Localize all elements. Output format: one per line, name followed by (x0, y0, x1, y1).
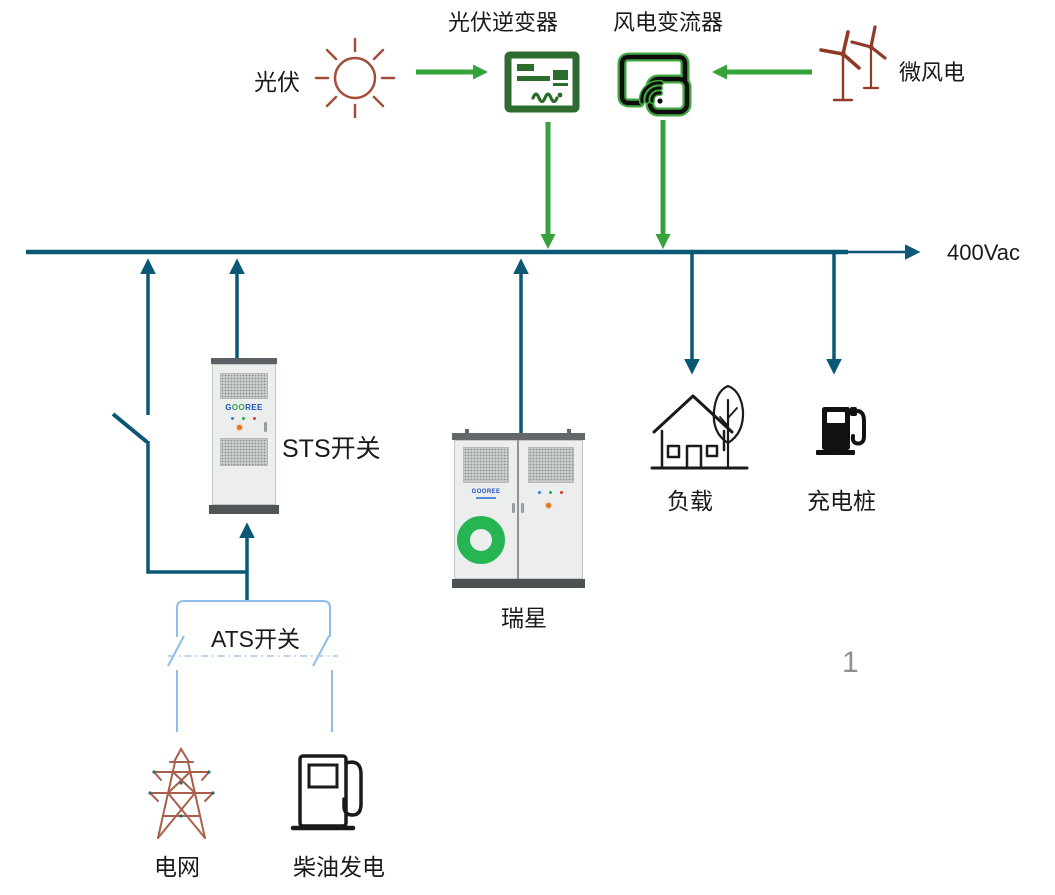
diesel-label: 柴油发电 (293, 854, 385, 880)
sts-cabinet-top (211, 358, 277, 364)
sts-label: STS开关 (282, 435, 381, 463)
sts-door-handle (264, 422, 267, 432)
battery-indicator-light (546, 503, 551, 508)
pv-inverter-icon (504, 51, 580, 113)
battery-cabinet: GOOREE (452, 429, 585, 588)
wind-converter-label: 风电变流器 (613, 10, 724, 35)
ats-box (176, 600, 331, 637)
sts-vent-grille-bottom (220, 438, 268, 466)
ats-label: ATS开关 (211, 626, 301, 652)
load-label: 负载 (667, 488, 713, 514)
battery-ring-logo (457, 516, 505, 564)
sts-indicator-light (237, 425, 242, 430)
sts-vent-grille-top (220, 373, 268, 399)
battery-handle-right (521, 503, 524, 513)
battery-hook-right (567, 429, 571, 434)
ats-blade-right (312, 635, 330, 667)
battery-hook-left (465, 429, 469, 434)
page-number: 1 (842, 646, 859, 679)
ats-feeder-line (146, 441, 249, 601)
sts-cabinet-base (209, 505, 279, 514)
battery-handle-left (512, 503, 515, 513)
battery-label: 瑞星 (501, 605, 547, 631)
led-blue (538, 491, 541, 494)
breaker-blade (111, 412, 149, 444)
led-red (560, 491, 563, 494)
generation-arrows (416, 64, 812, 249)
ats-switch-symbol (167, 600, 338, 732)
battery-vent-grille-right (528, 447, 574, 483)
battery-vent-grille-left (463, 447, 509, 483)
charger-label: 充电桩 (807, 488, 876, 514)
bus-voltage-label: 400Vac (947, 240, 1020, 265)
battery-status-leds (538, 491, 563, 494)
led-blue (231, 417, 234, 420)
battery-brand-subtext (476, 497, 496, 499)
pv-inverter-label: 光伏逆变器 (448, 10, 559, 35)
battery-cabinet-top (452, 433, 585, 440)
led-green (549, 491, 552, 494)
led-red (253, 417, 256, 420)
grid-label: 电网 (154, 854, 200, 880)
wind-converter-icon (617, 52, 692, 117)
sun-icon (314, 37, 396, 119)
wind-label: 微风电 (899, 60, 966, 85)
battery-cabinet-base (452, 579, 585, 588)
sts-cabinet: GOOREE (209, 358, 279, 514)
load-house-icon (650, 384, 749, 470)
ats-blade-left (167, 635, 185, 667)
led-green (242, 417, 245, 420)
battery-brand-logo: GOOREE (471, 489, 501, 495)
battery-door-divider (517, 440, 519, 579)
sts-status-leds (231, 417, 256, 420)
wind-turbine-icon (819, 25, 887, 102)
grid-tower-icon (148, 746, 215, 839)
charger-icon (816, 407, 866, 455)
diesel-pump-icon (290, 754, 363, 831)
sts-brand-logo: GOOREE (225, 403, 263, 412)
bus-connectors (111, 254, 842, 601)
pv-label: 光伏 (254, 69, 300, 95)
